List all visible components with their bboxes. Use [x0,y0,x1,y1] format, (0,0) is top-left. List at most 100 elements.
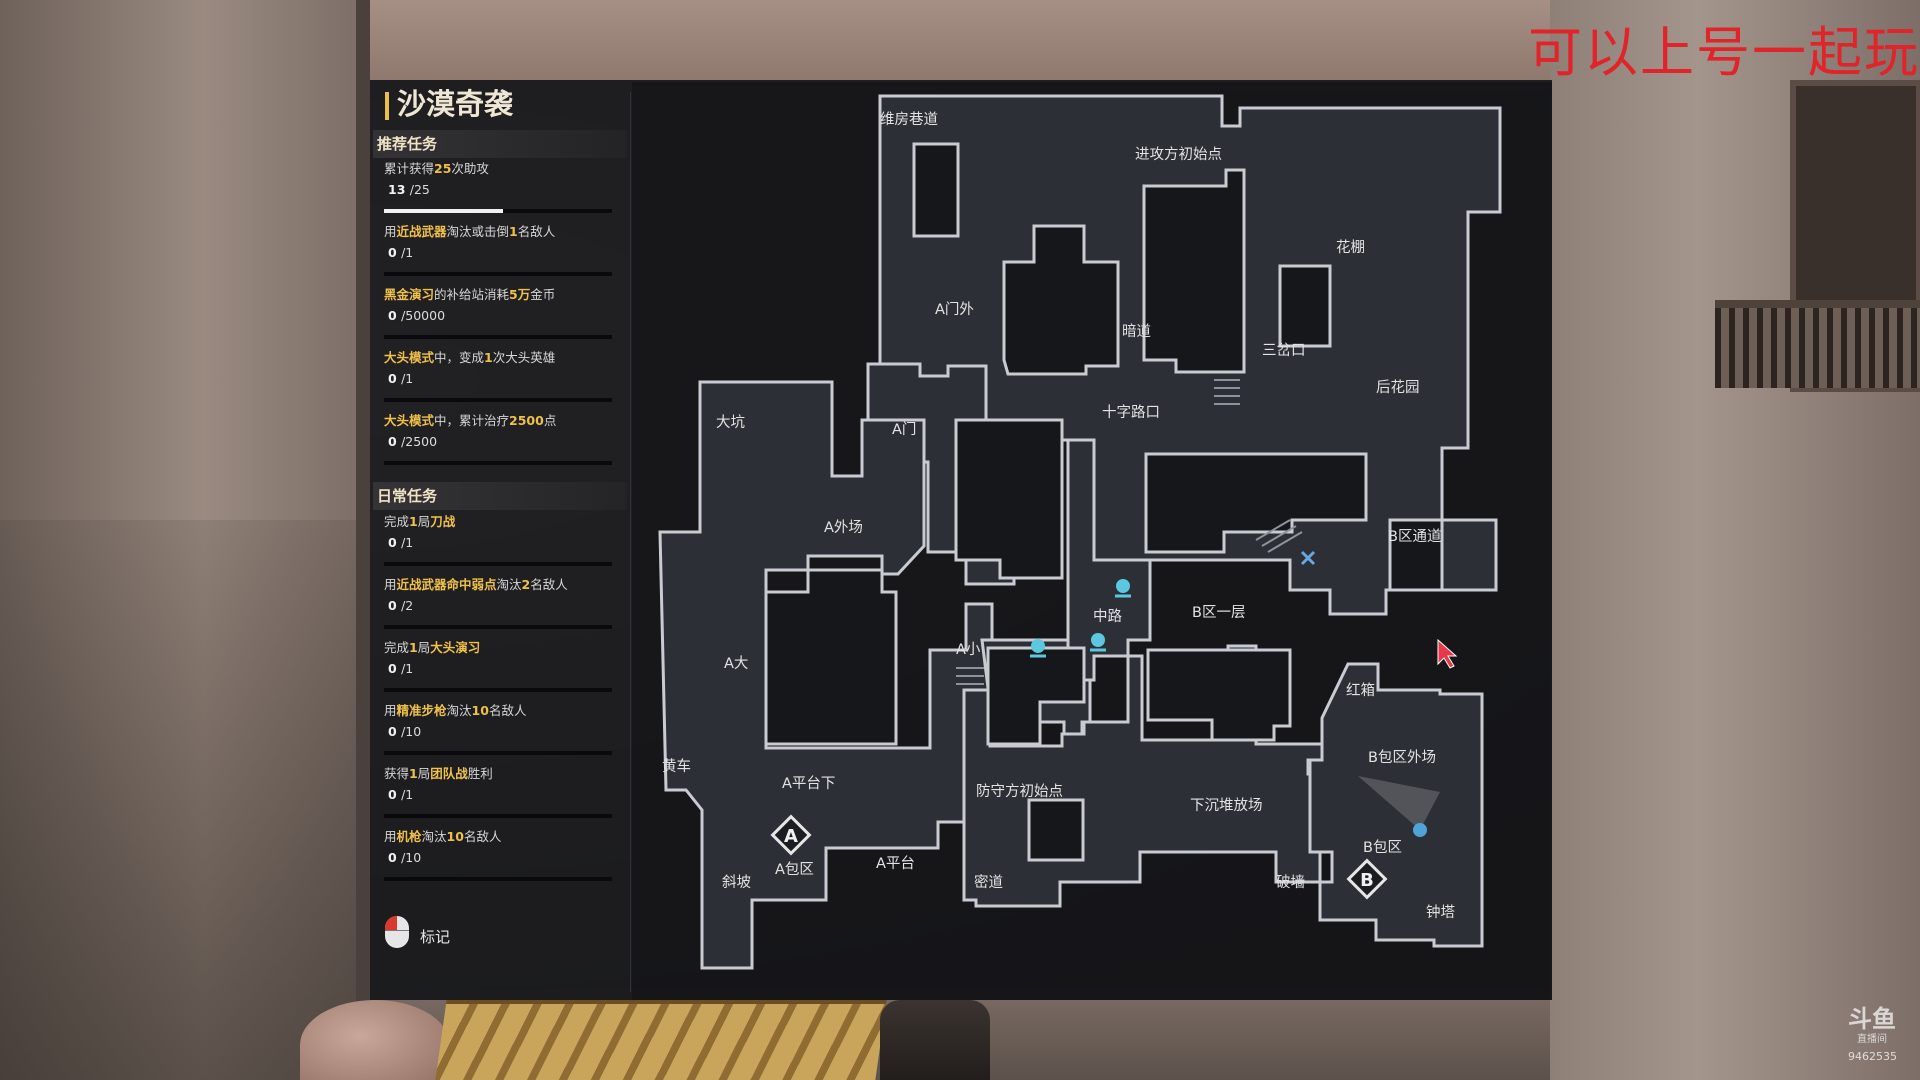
map-block-5 [954,418,1064,580]
task-progress-bar [384,688,612,692]
map-region-a-long [658,380,994,970]
task-text: 中，变成 [434,350,485,365]
task-text: 淘汰 [421,829,447,844]
map-label-def-spawn: 防守方初始点 [976,784,1063,800]
top-wall [370,0,1550,90]
task-description: 累计获得25次助攻 [384,161,614,177]
map-label-dark-path: 暗道 [1122,324,1151,340]
task-text: 胜利 [467,766,493,781]
task-description: 用机枪淘汰10名敌人 [384,829,614,845]
task-item: 累计获得25次助攻 13 /25 [384,161,614,213]
task-highlight-text: 2500 [509,413,544,428]
task-progress-bar [384,751,612,755]
task-progress-text: 0 /1 [384,661,614,677]
task-item: 用近战武器命中弱点淘汰2名敌人 0 /2 [384,577,614,629]
title-accent-bar [385,92,389,120]
task-progress-bar [384,461,612,465]
task-progress-total: /1 [401,787,414,802]
player-hand [300,1000,450,1080]
watermark-room-id: 9462535 [1848,1050,1897,1063]
task-highlight-text: 大头模式 [384,350,435,365]
map-label-a-under: A平台下 [782,776,836,792]
task-text: 中，累计治疗 [434,413,510,428]
task-progress-current: 0 [388,434,397,449]
map-label-b-site: B包区 [1363,840,1402,856]
task-progress-total: /2 [401,598,414,613]
map-label-red-box: 红箱 [1346,683,1375,699]
task-text: 名敌人 [517,224,556,239]
task-description: 用近战武器命中弱点淘汰2名敌人 [384,577,614,593]
left-wall-shadow [0,520,370,1080]
task-highlight-text: 机枪 [396,829,422,844]
map-block-2 [1002,224,1120,376]
task-description: 用精准步枪淘汰10名敌人 [384,703,614,719]
task-highlight-text: 近战武器 [396,224,447,239]
task-progress-fill [384,209,503,213]
site-b-icon: B [1346,858,1388,900]
teammate-marker-3[interactable] [1090,633,1106,652]
task-progress-text: 0 /1 [384,245,614,261]
view-cone [1358,776,1440,830]
mark-legend-label: 标记 [420,928,451,946]
task-highlight-text: 25 [434,161,452,176]
mouse-icon [385,916,409,948]
task-highlight-text: 大头模式 [384,413,435,428]
teammate-marker-1[interactable] [1115,579,1131,598]
map-stairs-2 [1255,519,1303,553]
task-progress-current: 0 [388,535,397,550]
map-label-a-site: A包区 [775,862,814,878]
task-text: 的补给站消耗 [434,287,510,302]
task-progress-current: 0 [388,661,397,676]
task-text: 点 [543,413,557,428]
task-item: 完成1局大头演习 0 /1 [384,640,614,692]
task-highlight-text: 刀战 [430,514,456,529]
task-text: 名敌人 [530,577,568,592]
map-block-7 [1388,518,1444,592]
task-progress-text: 0 /10 [384,724,614,740]
task-text: 金币 [530,287,556,302]
task-text: 名敌人 [488,703,527,718]
teammate-marker-2[interactable] [1030,639,1046,658]
map-stairs-3 [956,667,984,685]
task-text: 局 [417,766,431,781]
map-block-3 [1142,168,1246,374]
task-item: 用精准步枪淘汰10名敌人 0 /10 [384,703,614,755]
task-progress-current: 0 [388,850,397,865]
map-label-a-small: A小 [956,642,981,658]
map-label-ct-spawn-top: 进攻方初始点 [1135,147,1222,163]
task-progress-text: 0 /1 [384,787,614,803]
map-label-mid: 中路 [1093,609,1122,625]
task-progress-text: 0 /2 [384,598,614,614]
task-progress-total: /10 [401,724,422,739]
task-text: 用 [384,224,397,239]
task-description: 大头模式中，变成1次大头英雄 [384,350,614,366]
task-text: 完成 [384,640,410,655]
dust2-minimap[interactable]: A B [632,82,1552,1000]
map-label-three-way: 三岔口 [1262,343,1306,359]
task-progress-bar [384,814,612,818]
task-progress-bar [384,209,612,213]
task-text: 获得 [384,766,410,781]
task-text: 用 [384,703,397,718]
balcony-railing [1715,300,1920,388]
task-progress-current: 0 [388,308,397,323]
task-progress-total: /10 [401,850,422,865]
wooden-crate [433,1000,887,1080]
task-progress-total: /1 [401,245,414,260]
map-title: 沙漠奇袭 [397,87,514,121]
task-progress-bar [384,272,612,276]
weapon-grip [880,1000,990,1080]
map-stairs-1 [1214,379,1240,405]
panel-divider [630,92,631,992]
site-a-icon: A [770,814,812,856]
task-progress-text: 13 /25 [384,182,614,198]
map-block-4 [1278,264,1332,348]
task-progress-total: /1 [401,661,414,676]
task-progress-total: /1 [401,535,414,550]
task-text: 次大头英雄 [492,350,556,365]
task-progress-bar [384,877,612,881]
task-description: 完成1局大头演习 [384,640,614,656]
